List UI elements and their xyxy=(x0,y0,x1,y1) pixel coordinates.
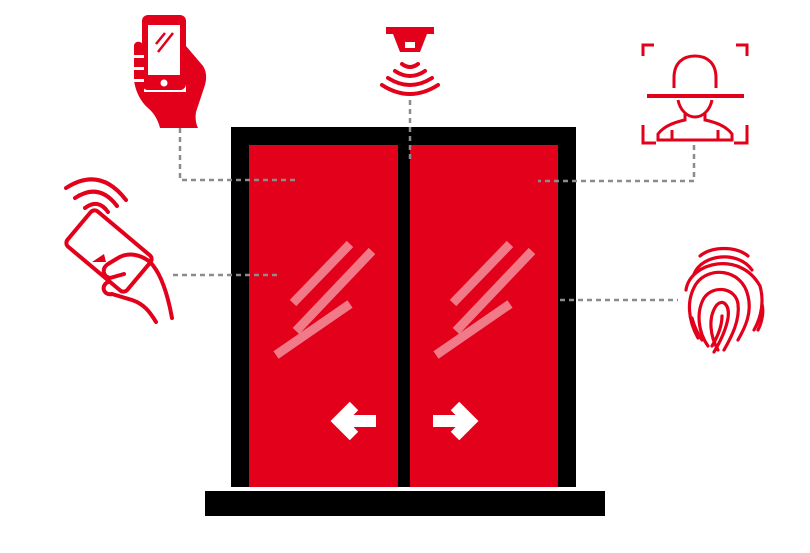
hand xyxy=(134,41,207,128)
connector-face-recognition xyxy=(538,145,696,183)
hand-holding-card xyxy=(101,252,174,324)
face-outline xyxy=(656,54,734,142)
arrow-left-icon xyxy=(330,401,376,441)
door-leaf-left xyxy=(249,145,398,487)
contactless-card-icon xyxy=(64,177,174,324)
door-threshold xyxy=(205,491,605,516)
door-leaf-right xyxy=(410,145,558,487)
arrow-right-icon xyxy=(433,401,479,441)
glass-reflection-right xyxy=(433,240,536,359)
face-scan-icon xyxy=(641,43,749,145)
rfid-waves xyxy=(64,177,128,214)
sensor-waves xyxy=(380,62,440,96)
phone-home-button xyxy=(160,79,168,87)
scan-frame-corners xyxy=(641,43,749,145)
sensor-mount xyxy=(386,27,434,34)
ceiling-motion-sensor-icon xyxy=(380,27,440,96)
glass-reflection-left xyxy=(273,240,376,359)
card xyxy=(64,208,154,294)
sensor-lens xyxy=(405,42,415,48)
smartphone-in-hand-icon xyxy=(134,15,207,128)
connector-smartphone xyxy=(178,128,298,182)
sliding-door xyxy=(205,127,605,516)
connector-lines xyxy=(173,100,696,302)
fingerprint-icon xyxy=(684,246,765,354)
